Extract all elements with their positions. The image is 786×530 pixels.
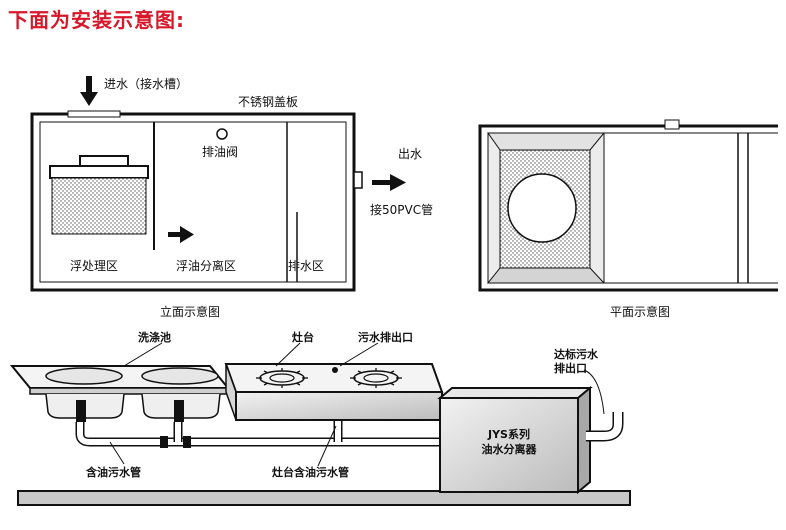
outlet-pipe	[586, 412, 622, 440]
standard-outlet-label-2: 排出口	[554, 361, 587, 375]
separator-box	[439, 397, 579, 493]
burner-1-icon	[256, 368, 308, 388]
plan-view: 平面示意图	[478, 119, 778, 319]
burner-2-icon	[350, 368, 402, 388]
outlet-label: 出水	[398, 147, 422, 161]
plan-caption: 平面示意图	[610, 304, 670, 319]
stove-drain-outlet-icon	[332, 367, 338, 373]
tank-inner-wall	[39, 121, 347, 283]
sink-countertop-edge	[29, 387, 229, 395]
stove-front	[235, 391, 443, 421]
zone-float-label: 浮处理区	[70, 259, 118, 273]
stove-pipe-label: 灶台含油污水管	[272, 465, 349, 479]
pipe-joint-2	[183, 436, 191, 448]
pipe-joint-1	[160, 436, 168, 448]
oily-pipe	[77, 422, 440, 445]
sink-drain-2	[174, 400, 184, 422]
plan-outline	[478, 124, 778, 292]
oily-pipe-label: 含油污水管	[85, 465, 141, 479]
zone-separate-label: 浮油分离区	[176, 258, 236, 273]
plan-inlet-slot	[664, 119, 680, 130]
sink-label: 洗涤池	[138, 330, 171, 344]
oil-valve-label: 排油阀	[202, 145, 238, 159]
stove-drain-label: 污水排出口	[358, 330, 413, 344]
floor	[17, 490, 631, 506]
outlet-pipe-label: 接50PVC管	[370, 202, 433, 217]
page-title: 下面为安装示意图:	[8, 8, 185, 32]
plan-basket-top-bevel	[487, 132, 606, 151]
cover-label: 不锈钢盖板	[238, 95, 298, 109]
plan-basket-bottom-bevel	[486, 267, 606, 284]
elevation-caption: 立面示意图	[160, 304, 220, 319]
inlet-arrow-icon	[80, 76, 98, 106]
standard-outlet-label-1: 达标污水	[554, 347, 599, 361]
oil-valve-icon	[216, 128, 228, 140]
installation-view: JYS系列 油水分离器 洗涤池 灶台 污水排出口 达标污水 排出口 含油污水管 …	[9, 330, 631, 506]
separator-top	[437, 387, 593, 399]
outlet-stub	[353, 171, 363, 189]
sink-basin-1	[45, 367, 123, 385]
inlet-label: 进水（接水槽）	[104, 76, 188, 91]
sink-basin-2	[141, 367, 219, 385]
inlet-slot	[67, 110, 121, 118]
separator-label-1: JYS系列	[487, 427, 530, 441]
zone-drain-label: 排水区	[288, 259, 324, 273]
separator-label-2: 油水分离器	[482, 442, 538, 456]
sink-drain-1	[76, 400, 86, 422]
flow-arrow-icon	[168, 226, 194, 243]
stove-label: 灶台	[292, 330, 314, 344]
basket-rim	[49, 165, 149, 179]
basket-handle	[79, 155, 129, 167]
float-basket	[51, 177, 147, 235]
plan-basket-circle	[507, 173, 577, 243]
elevation-view: 进水（接水槽） 不锈钢盖板 排油阀 浮处理区 浮油分离区 排水区 出水	[30, 76, 433, 319]
leader-lines	[109, 342, 605, 467]
outlet-arrow-icon	[372, 174, 406, 191]
